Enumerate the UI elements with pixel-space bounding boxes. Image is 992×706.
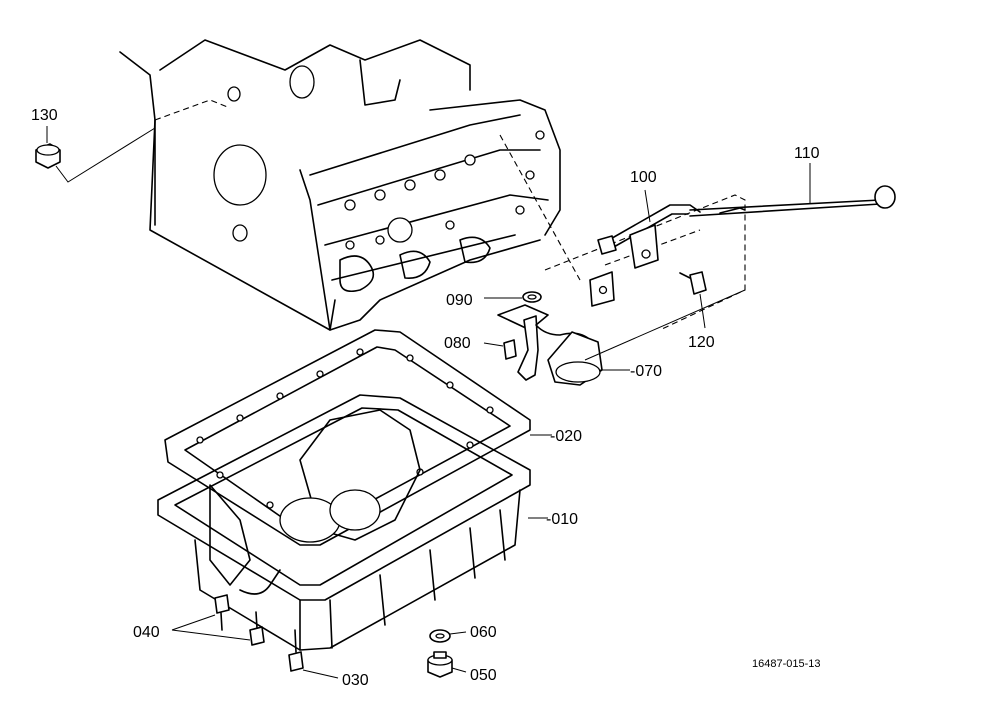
label-080: 080 [444,335,471,352]
label-040: 040 [133,624,160,641]
label-100: 100 [630,169,657,186]
part-030-bolt[interactable] [288,629,339,679]
engine-block [119,39,561,331]
part-090-oring[interactable] [484,291,542,303]
part-110-dipstick[interactable] [689,163,896,217]
drawing-code: 16487-015-13 [752,658,821,670]
label-020: -020 [550,428,582,445]
label-060: 060 [470,624,497,641]
label-070: -070 [630,363,662,380]
part-labels: 130 110 100 090 080 120 -070 -020 -010 0… [31,107,821,689]
part-070-strainer[interactable] [497,289,746,386]
label-110: 110 [794,145,820,162]
part-040-bolts[interactable] [171,594,265,646]
label-010: -010 [546,511,578,528]
part-130-cap[interactable] [35,126,156,183]
label-120: 120 [688,334,715,351]
part-010-oilpan[interactable] [157,394,548,651]
label-050: 050 [470,667,497,684]
part-050-drainplug[interactable] [427,651,467,678]
part-060-washer[interactable] [429,629,467,643]
label-090: 090 [446,292,473,309]
part-080-bolt[interactable] [483,339,517,360]
label-030: 030 [342,672,369,689]
label-130: 130 [31,107,58,124]
part-120-bolt[interactable] [679,271,707,329]
part-100-guide[interactable] [589,189,701,307]
